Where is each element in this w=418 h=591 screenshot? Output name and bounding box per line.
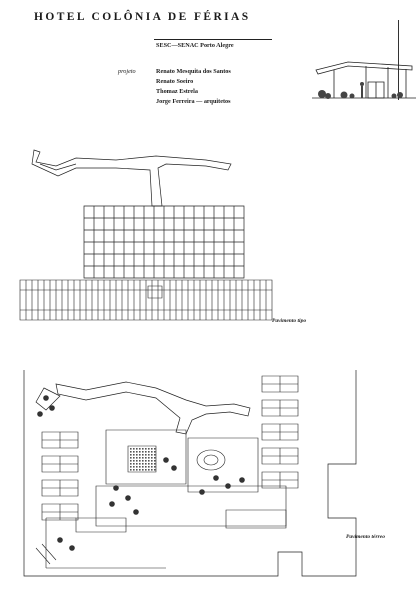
ground-floor-plan <box>16 368 380 578</box>
page-edge-rule <box>398 20 399 100</box>
credits-divider <box>154 39 272 40</box>
building-sketch-image <box>308 56 418 99</box>
architect-name: Renato Soeiro <box>156 78 194 85</box>
architect-name: Thomaz Estrela <box>156 88 198 95</box>
project-role-label: projeto <box>118 68 136 75</box>
architect-name: Renato Mesquita dos Santos <box>156 68 231 75</box>
organization-name: SESC—SENAC Porto Alegre <box>156 42 234 49</box>
architect-names: Renato Mesquita dos Santos Renato Soeiro… <box>156 67 231 107</box>
ground-floor-caption: Pavimento térreo <box>346 534 385 540</box>
typical-floor-plan <box>16 140 291 330</box>
page-title: HOTEL COLÔNIA DE FÉRIAS <box>34 11 251 23</box>
typical-floor-caption: Pavimento tipo <box>272 318 307 324</box>
architect-name: Jorge Ferreira — arquitetos <box>156 98 231 105</box>
